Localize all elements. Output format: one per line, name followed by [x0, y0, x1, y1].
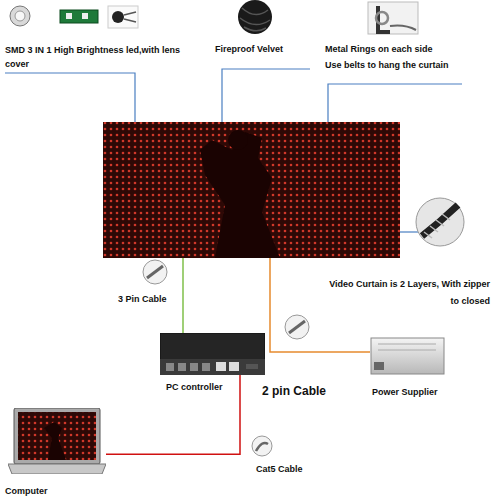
cable-line [106, 375, 240, 454]
callout-label: Metal Rings on each side [325, 42, 495, 56]
device-picture [160, 333, 265, 375]
device-label: PC controller [166, 381, 223, 393]
two-pin-wire [270, 258, 370, 352]
device-label: Power Supplier [372, 386, 438, 398]
cable-connector [106, 375, 240, 454]
cable-label: Cat5 Cable [256, 462, 303, 476]
callout-label: SMD 3 IN 1 High Brightness led,with lens… [5, 43, 190, 71]
velvet-icon [238, 0, 272, 34]
callout-label: 2 pin Cable [262, 384, 362, 398]
three-pin-wire [182, 258, 184, 333]
device-picture [370, 332, 445, 376]
device-node: Computer [8, 408, 106, 474]
device-picture [8, 408, 106, 474]
led-icons [10, 6, 138, 28]
callout-label: Fireproof Velvet [215, 42, 335, 56]
callout-label: 3 Pin Cable [118, 292, 208, 306]
callout-label: Use belts to hang the curtain [325, 58, 495, 72]
device-node: Power Supplier [370, 332, 445, 376]
cable-icons [143, 260, 309, 456]
device-label: Computer [5, 485, 48, 497]
callout-label: Video Curtain is 2 Layers, With zipper t… [322, 276, 490, 310]
metal-ring-icon [368, 2, 418, 34]
device-node: PC controller [160, 333, 265, 375]
zipper-icon [416, 198, 464, 246]
video-curtain [103, 122, 400, 258]
